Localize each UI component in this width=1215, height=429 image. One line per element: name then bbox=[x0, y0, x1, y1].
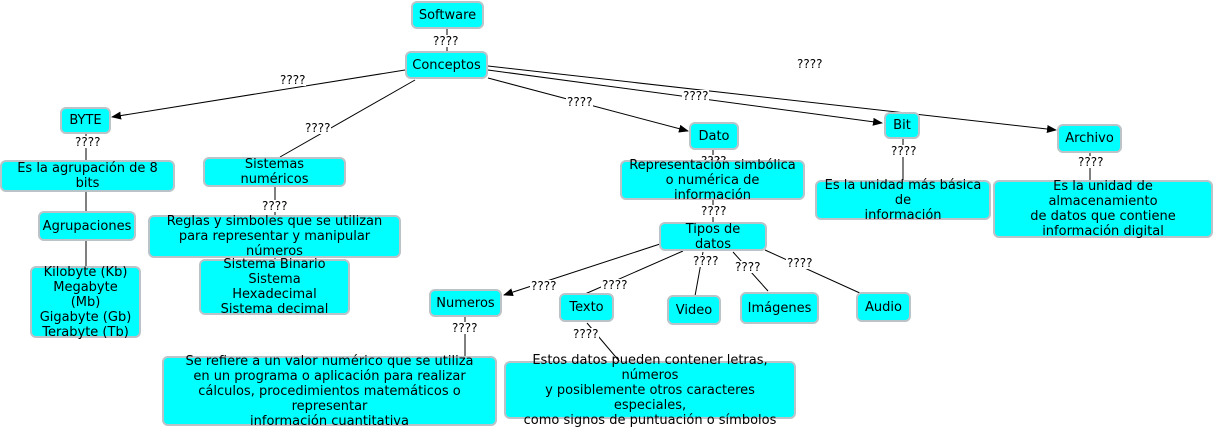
node-sistemas-numericos[interactable]: Sistemas numéricos bbox=[203, 157, 346, 187]
node-numeros[interactable]: Numeros bbox=[429, 289, 502, 317]
link-label: ???? bbox=[451, 321, 479, 335]
node-sistemas-list[interactable]: Sistema Binario Sistema Hexadecimal Sist… bbox=[199, 257, 350, 317]
link-label: ???? bbox=[796, 57, 824, 71]
connector-line bbox=[584, 250, 684, 295]
node-tipos-de-datos[interactable]: Tipos de datos bbox=[659, 222, 767, 252]
node-bit-definition[interactable]: Es la unidad más básica de información bbox=[815, 178, 991, 223]
node-byte[interactable]: BYTE bbox=[60, 107, 111, 134]
node-conceptos[interactable]: Conceptos bbox=[405, 51, 488, 79]
link-tipos-numeros bbox=[503, 243, 661, 297]
link-label: ???? bbox=[786, 256, 814, 270]
link-label: ???? bbox=[682, 89, 710, 103]
node-dato[interactable]: Dato bbox=[689, 122, 739, 150]
node-agrupaciones[interactable]: Agrupaciones bbox=[38, 211, 136, 241]
link-label: ???? bbox=[700, 204, 728, 218]
link-conceptos-byte bbox=[111, 69, 406, 120]
link-label: ???? bbox=[1077, 155, 1105, 169]
node-texto-definition[interactable]: Estos datos pueden contener letras, núme… bbox=[504, 353, 796, 428]
node-imagenes[interactable]: Imágenes bbox=[740, 292, 819, 324]
link-label: ???? bbox=[566, 95, 594, 109]
link-label: ???? bbox=[734, 260, 762, 274]
link-label: ???? bbox=[432, 34, 460, 48]
link-label: ???? bbox=[279, 73, 307, 87]
node-archivo-definition[interactable]: Es la unidad de almacenamiento de datos … bbox=[993, 179, 1213, 239]
link-label: ???? bbox=[304, 121, 332, 135]
node-archivo[interactable]: Archivo bbox=[1057, 124, 1122, 153]
node-sistemas-definition[interactable]: Reglas y simboles que se utilizan para r… bbox=[148, 214, 401, 259]
node-unidades[interactable]: Kilobyte (Kb) Megabyte (Mb) Gigabyte (Gb… bbox=[30, 265, 141, 340]
node-bit[interactable]: Bit bbox=[884, 112, 920, 139]
link-conceptos-archivo bbox=[487, 65, 1057, 133]
node-texto[interactable]: Texto bbox=[559, 293, 614, 322]
link-label: ???? bbox=[74, 135, 102, 149]
node-video[interactable]: Video bbox=[667, 295, 721, 325]
link-label: ???? bbox=[692, 254, 720, 268]
connector-line bbox=[764, 249, 863, 295]
link-label: ???? bbox=[601, 278, 629, 292]
link-label: ???? bbox=[530, 279, 558, 293]
node-software[interactable]: Software bbox=[411, 1, 484, 29]
link-label: ???? bbox=[261, 199, 289, 213]
link-conceptos-sistemas bbox=[279, 79, 416, 158]
node-dato-definition[interactable]: Representación simbólica o numérica de i… bbox=[620, 158, 805, 203]
node-byte-definition[interactable]: Es la agrupación de 8 bits bbox=[0, 160, 175, 192]
link-label: ???? bbox=[890, 144, 918, 158]
node-numeros-definition[interactable]: Se refiere a un valor numérico que se ut… bbox=[162, 354, 497, 429]
node-audio[interactable]: Audio bbox=[856, 292, 911, 322]
link-label: ???? bbox=[572, 327, 600, 341]
